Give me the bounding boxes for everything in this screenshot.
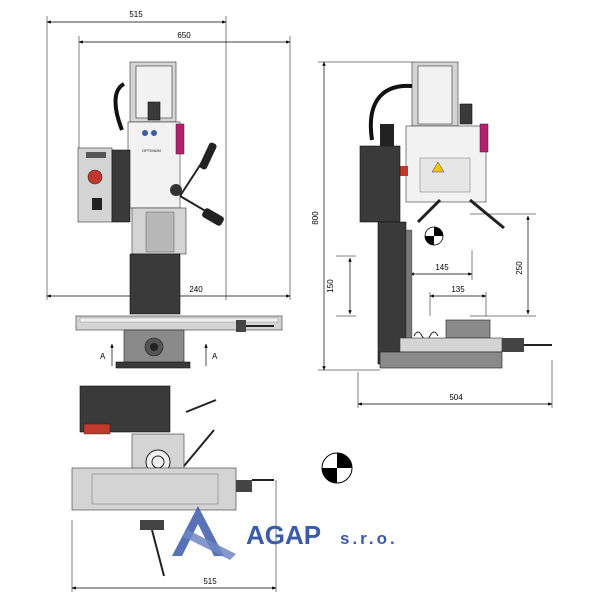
agap-logo: AGAP s.r.o. bbox=[172, 506, 398, 560]
emergency-stop-icon bbox=[87, 169, 103, 185]
front-control-box bbox=[77, 147, 113, 223]
side-head-accent bbox=[479, 123, 489, 153]
side-rack bbox=[405, 229, 413, 341]
dim-front-overall-width: 650 bbox=[177, 31, 191, 40]
company-name: AGAP bbox=[246, 520, 321, 550]
section-mark-left: A bbox=[100, 352, 106, 361]
front-base bbox=[115, 361, 191, 369]
company-suffix: s.r.o. bbox=[340, 529, 398, 548]
dim-spindle-depth: 250 bbox=[515, 261, 524, 275]
front-feed-handle bbox=[199, 142, 217, 170]
side-table bbox=[399, 337, 503, 353]
side-cable-hose bbox=[368, 83, 413, 141]
front-view: 515 650 240 OPTIMUM bbox=[46, 10, 291, 369]
front-cable-hose bbox=[113, 82, 126, 131]
section-mark-right: A bbox=[212, 352, 218, 361]
front-column bbox=[129, 253, 181, 315]
side-base bbox=[379, 351, 503, 369]
dim-vertical-travel: 150 bbox=[326, 279, 335, 293]
dim-front-top-width: 515 bbox=[129, 10, 143, 19]
side-view: 800 150 250 145 135 504 bbox=[311, 61, 553, 408]
dim-throat-outer: 145 bbox=[435, 263, 449, 272]
front-brand-label: OPTIMUM bbox=[142, 148, 161, 153]
dim-front-table-width: 240 bbox=[189, 285, 203, 294]
dim-plan-width: 515 bbox=[203, 577, 217, 586]
center-of-gravity-legend-icon bbox=[321, 452, 353, 484]
dim-side-depth: 504 bbox=[449, 393, 463, 402]
plan-view: 515 bbox=[71, 385, 277, 592]
front-head-accent bbox=[175, 123, 185, 155]
side-control-box bbox=[359, 145, 401, 223]
dim-height-overall: 800 bbox=[311, 211, 320, 225]
dim-throat-inner: 135 bbox=[451, 285, 465, 294]
plan-table bbox=[71, 467, 237, 511]
warning-icon bbox=[431, 161, 445, 173]
side-vise bbox=[445, 319, 491, 339]
